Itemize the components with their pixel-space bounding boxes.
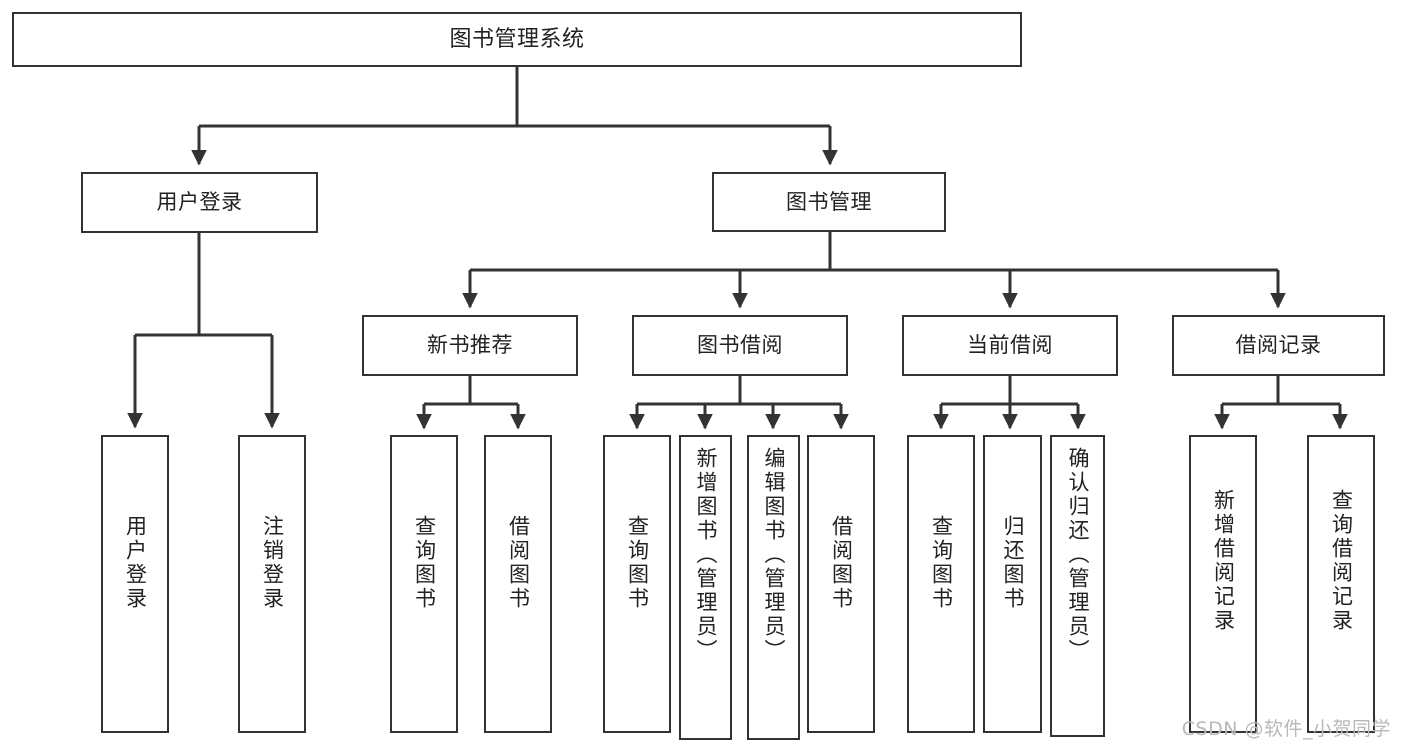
leaf-borrow-books-recommend[interactable]: 借阅图书 (484, 435, 552, 733)
leaf-user-login[interactable]: 用户登录 (101, 435, 169, 733)
node-new-book-recommendation[interactable]: 新书推荐 (362, 315, 578, 376)
node-label: 图书管理系统 (449, 26, 585, 52)
node-book-borrowing[interactable]: 图书借阅 (632, 315, 848, 376)
node-label: 图书管理 (786, 189, 872, 214)
leaf-query-borrow-record[interactable]: 查询借阅记录 (1307, 435, 1375, 733)
leaf-query-books-borrow[interactable]: 查询图书 (603, 435, 671, 733)
node-label: 查询图书 (625, 515, 650, 611)
node-label: 归还图书 (1001, 515, 1025, 611)
node-label: 确认归还（管理员） (1066, 447, 1090, 663)
node-label: 查询图书 (929, 515, 954, 611)
node-label: 用户登录 (123, 515, 148, 611)
node-label: 新书推荐 (427, 333, 513, 358)
leaf-return-books[interactable]: 归还图书 (983, 435, 1042, 733)
leaf-edit-book-admin[interactable]: 编辑图书（管理员） (747, 435, 800, 740)
leaf-query-books-recommend[interactable]: 查询图书 (390, 435, 458, 733)
node-label: 用户登录 (156, 190, 243, 215)
node-label: 当前借阅 (967, 333, 1053, 358)
node-current-borrowing[interactable]: 当前借阅 (902, 315, 1118, 376)
node-label: 查询借阅记录 (1329, 489, 1354, 633)
node-label: 新增借阅记录 (1211, 489, 1236, 633)
node-book-management[interactable]: 图书管理 (712, 172, 946, 232)
node-label: 新增图书（管理员） (694, 447, 718, 663)
node-label: 借阅记录 (1235, 333, 1322, 358)
node-label: 查询图书 (412, 515, 437, 611)
node-label: 注销登录 (260, 515, 285, 611)
node-borrowing-records[interactable]: 借阅记录 (1172, 315, 1385, 376)
node-root-book-management-system[interactable]: 图书管理系统 (12, 12, 1022, 67)
node-label: 借阅图书 (506, 515, 531, 611)
leaf-borrow-books[interactable]: 借阅图书 (807, 435, 875, 733)
leaf-add-borrow-record[interactable]: 新增借阅记录 (1189, 435, 1257, 733)
node-label: 编辑图书（管理员） (762, 447, 786, 663)
leaf-confirm-return-admin[interactable]: 确认归还（管理员） (1050, 435, 1105, 737)
leaf-add-book-admin[interactable]: 新增图书（管理员） (679, 435, 732, 740)
node-label: 图书借阅 (697, 333, 783, 358)
leaf-query-books-current[interactable]: 查询图书 (907, 435, 975, 733)
node-label: 借阅图书 (829, 515, 854, 611)
leaf-logout[interactable]: 注销登录 (238, 435, 306, 733)
node-user-login[interactable]: 用户登录 (81, 172, 318, 233)
